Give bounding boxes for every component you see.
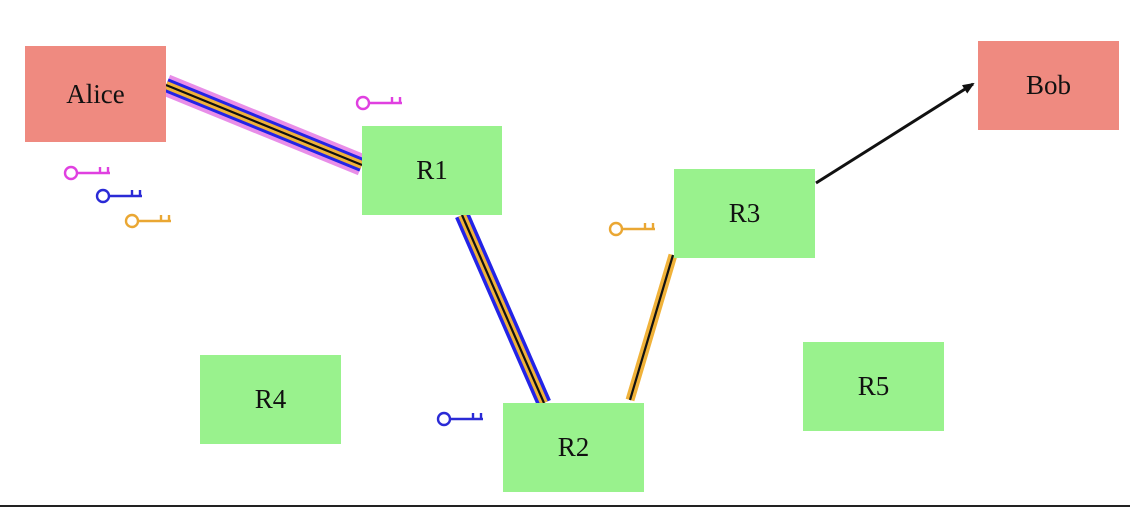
node-r5: R5 xyxy=(803,342,944,431)
key-icon xyxy=(436,411,485,427)
node-r2: R2 xyxy=(503,403,644,492)
core-line xyxy=(460,214,546,404)
node-label: R5 xyxy=(857,371,890,401)
link-r3-bob-arrow xyxy=(815,82,975,185)
node-alice: Alice xyxy=(25,46,166,142)
core-line xyxy=(165,83,363,167)
node-r4: R4 xyxy=(200,355,341,444)
node-label: R3 xyxy=(728,198,761,228)
node-label: R4 xyxy=(254,384,287,414)
node-bob: Bob xyxy=(978,41,1119,130)
link-alice-r1 xyxy=(161,74,367,176)
node-r3: R3 xyxy=(674,169,815,258)
key-icon xyxy=(63,165,112,181)
node-label: Bob xyxy=(1025,70,1071,100)
bottom-divider xyxy=(0,505,1130,507)
node-r1: R1 xyxy=(362,126,502,215)
node-label: Alice xyxy=(66,78,125,109)
link-r2-r3 xyxy=(625,253,678,402)
key-icon xyxy=(608,221,657,237)
core-line xyxy=(628,254,675,401)
link-r1-r2 xyxy=(455,212,551,406)
key-icon xyxy=(95,188,144,204)
node-label: R2 xyxy=(557,432,590,462)
key-icon xyxy=(124,213,173,229)
key-icon xyxy=(355,95,404,111)
node-label: R1 xyxy=(416,155,448,185)
